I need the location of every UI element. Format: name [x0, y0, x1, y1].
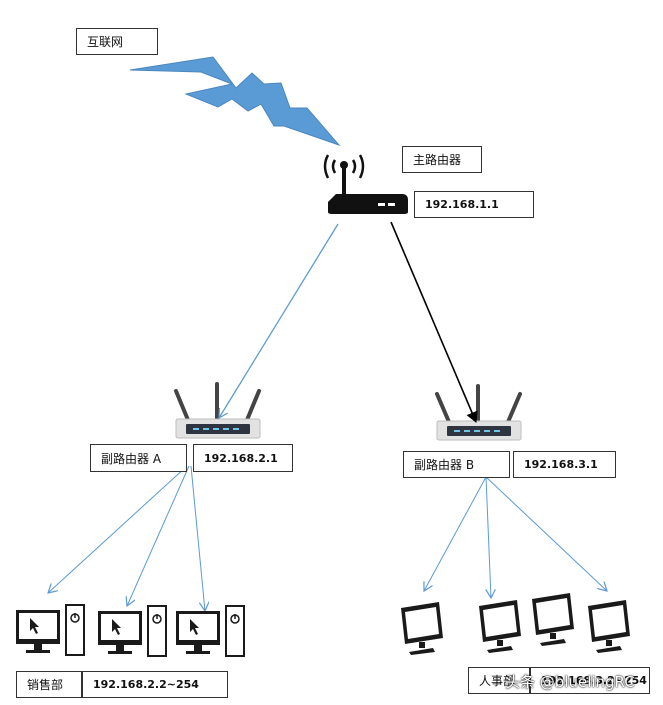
hr-monitor-icon	[532, 593, 574, 646]
sales-ip-range: 192.168.2.2~254	[82, 671, 228, 698]
watermark: 头条 @bluelingRC	[505, 673, 635, 691]
link-b-to-mon2	[485, 476, 491, 598]
main-router-ip: 192.168.1.1	[414, 191, 534, 218]
internet-label: 互联网	[76, 28, 158, 55]
link-b-to-mon3	[485, 476, 607, 591]
link-main-to-a	[219, 223, 339, 418]
sales-label: 销售部	[16, 671, 82, 698]
sales-computer-icon	[175, 604, 246, 658]
link-a-to-pc2	[127, 465, 190, 606]
link-a-to-pc1	[48, 465, 188, 593]
sub-router-a-ip: 192.168.2.1	[193, 444, 293, 472]
sub-router-b-ip: 192.168.3.1	[513, 451, 616, 478]
hr-ip-range: 192.168.3.2~254	[530, 667, 650, 694]
hr-monitor-icon	[401, 602, 443, 655]
lightning-bolt-icon	[129, 56, 341, 147]
hr-monitor-icon	[588, 600, 630, 653]
link-main-to-b	[390, 221, 478, 423]
sub-router-b-label: 副路由器 B	[403, 451, 510, 478]
sales-computer-icon	[15, 603, 86, 657]
sub-router-b-icon	[435, 384, 522, 441]
link-a-to-pc3	[190, 465, 205, 611]
hr-label: 人事部	[468, 667, 530, 694]
link-b-to-mon1	[424, 476, 487, 591]
main-router-icon	[323, 154, 408, 214]
hr-monitor-icon	[479, 600, 521, 653]
sales-computer-icon	[97, 604, 168, 658]
sub-router-a-icon	[174, 382, 261, 439]
main-router-label: 主路由器	[402, 146, 482, 173]
sub-router-a-label: 副路由器 A	[90, 444, 187, 472]
